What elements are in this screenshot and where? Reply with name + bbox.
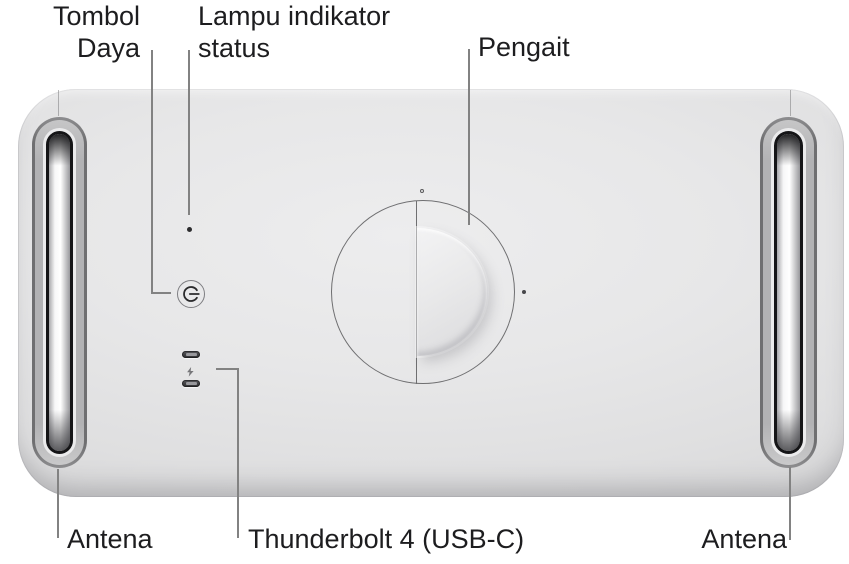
power-button: [177, 280, 205, 308]
thunderbolt-port-2: [182, 380, 200, 387]
label-power-line1: Tombol: [52, 1, 140, 31]
label-antenna-left: Antena: [67, 524, 153, 554]
label-power-button: Tombol Daya: [30, 0, 140, 64]
callout-line-thunderbolt-vertical: [237, 368, 239, 538]
callout-line-thunderbolt-horizontal: [216, 368, 239, 370]
antenna-core-shading: [49, 134, 70, 451]
label-status-line2: status: [198, 33, 271, 63]
latch-seam-line: [416, 201, 417, 384]
label-thunderbolt: Thunderbolt 4 (USB-C): [248, 524, 525, 554]
callout-line-power-vertical: [151, 50, 153, 294]
antenna-left: [32, 117, 87, 468]
panel-seam-left: [58, 90, 59, 116]
panel-seam-right: [790, 90, 791, 116]
callout-line-latch: [468, 49, 470, 225]
thunderbolt-port-1: [182, 351, 200, 358]
port-slot: [185, 353, 197, 356]
thunderbolt-icon: [186, 364, 195, 377]
label-antenna-right: Antena: [701, 524, 787, 554]
latch-unlock-mark-icon: [420, 189, 424, 193]
power-icon: [183, 286, 200, 302]
callout-line-antenna-right: [789, 467, 791, 540]
label-power-line2: Daya: [76, 33, 140, 63]
latch-circle: [331, 200, 515, 384]
latch-lock-mark-icon: [522, 290, 526, 294]
label-latch: Pengait: [478, 32, 570, 62]
label-status-indicator: Lampu indikator status: [198, 0, 390, 64]
callout-line-antenna-left: [57, 469, 59, 538]
status-indicator-light: [187, 227, 192, 232]
callout-line-power-horizontal: [151, 292, 171, 294]
label-status-line1: Lampu indikator: [198, 1, 391, 31]
port-slot: [185, 382, 197, 385]
antenna-core-shading: [777, 134, 800, 451]
callout-line-status: [188, 50, 190, 215]
antenna-right: [760, 117, 817, 468]
